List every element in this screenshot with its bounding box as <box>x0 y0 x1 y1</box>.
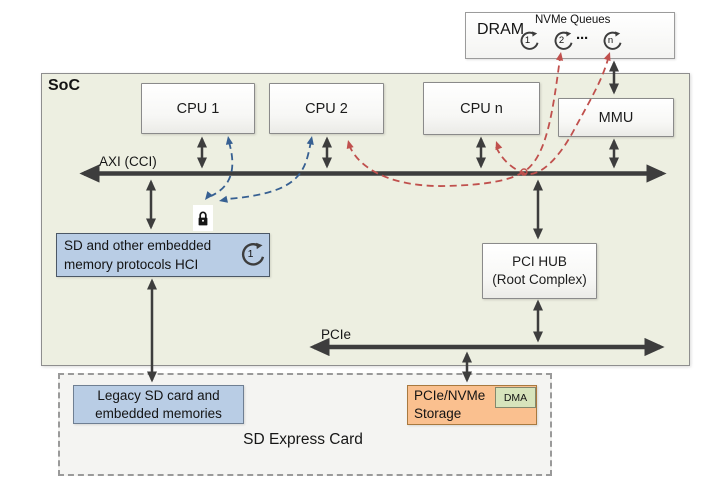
storage-label: PCIe/NVMe Storage <box>414 388 486 421</box>
axi-bus-label: AXI (CCI) <box>99 154 157 169</box>
dram-label: DRAM <box>477 21 525 38</box>
pci-hub-box: PCI HUB (Root Complex) <box>482 243 597 299</box>
cpu2-box: CPU 2 <box>269 83 384 134</box>
nvme-queue-1-number: 1 <box>524 35 531 46</box>
hci-queue-number: 1 <box>247 248 254 260</box>
pcie-bus-label: PCIe <box>321 327 352 342</box>
legacy-sd-box: Legacy SD card and embedded memories <box>73 385 244 424</box>
lock-icon <box>193 205 213 231</box>
nvme-queues-title: NVMe Queues <box>535 14 611 26</box>
cpun-box: CPU n <box>423 82 540 135</box>
dram-box <box>465 12 675 59</box>
cpu1-label: CPU 1 <box>176 100 220 117</box>
hci-label: SD and other embedded memory protocols H… <box>64 238 212 272</box>
hci-box: SD and other embedded memory protocols H… <box>56 233 270 277</box>
dma-label: DMA <box>503 391 528 404</box>
cpun-label: CPU n <box>460 100 503 117</box>
cpu2-label: CPU 2 <box>305 100 348 117</box>
soc-label: SoC <box>48 77 80 94</box>
queue-ellipsis: ··· <box>576 30 589 47</box>
cpu1-box: CPU 1 <box>141 83 255 134</box>
pci-hub-label: PCI HUB (Root Complex) <box>492 254 587 287</box>
legacy-sd-label: Legacy SD card and embedded memories <box>95 387 222 421</box>
storage-box: PCIe/NVMe Storage DMA <box>407 385 537 425</box>
nvme-queue-n-number: n <box>607 35 614 46</box>
mmu-box: MMU <box>558 98 674 137</box>
mmu-label: MMU <box>598 109 634 126</box>
nvme-queue-2-number: 2 <box>558 35 565 46</box>
dma-box: DMA <box>495 387 536 408</box>
sd-express-card-label: SD Express Card <box>243 431 363 448</box>
